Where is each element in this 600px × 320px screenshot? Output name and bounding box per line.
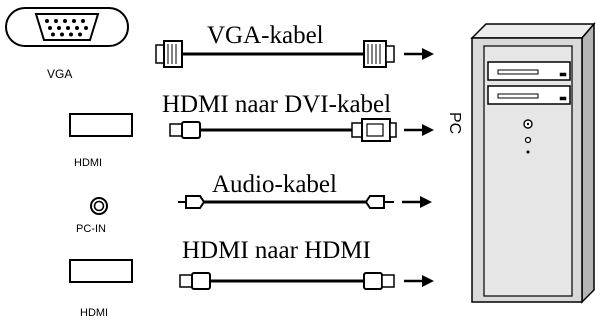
audio-arrow-icon (402, 196, 432, 208)
vga-port-label: VGA (47, 67, 72, 81)
hdmi-dvi-cable-label: HDMI naar DVI-kabel (162, 91, 391, 118)
pc-in-jack-icon (90, 197, 108, 215)
pc-tower-icon (470, 21, 596, 304)
hdmi-hdmi-arrow-icon (404, 275, 434, 287)
audio-cable-label: Audio-kabel (212, 171, 337, 198)
hdmi-hdmi-cable-label: HDMI naar HDMI (182, 237, 371, 264)
hdmi-port-icon (69, 113, 133, 137)
hdmi-port-2-icon (69, 259, 133, 283)
vga-port-icon (5, 7, 129, 47)
vga-cable-icon (155, 40, 395, 68)
audio-cable-icon (178, 195, 394, 209)
vga-arrow-icon (404, 48, 434, 60)
vga-cable-label: VGA-kabel (207, 22, 324, 49)
hdmi-dvi-arrow-icon (404, 124, 434, 136)
hdmi-hdmi-cable-icon (179, 272, 395, 290)
pc-in-port-label: PC-IN (76, 223, 106, 235)
hdmi-port-label: HDMI (74, 157, 102, 169)
hdmi-dvi-cable-icon (169, 118, 397, 142)
pc-label: PC (446, 112, 463, 134)
hdmi-port-2-label: HDMI (80, 307, 108, 319)
